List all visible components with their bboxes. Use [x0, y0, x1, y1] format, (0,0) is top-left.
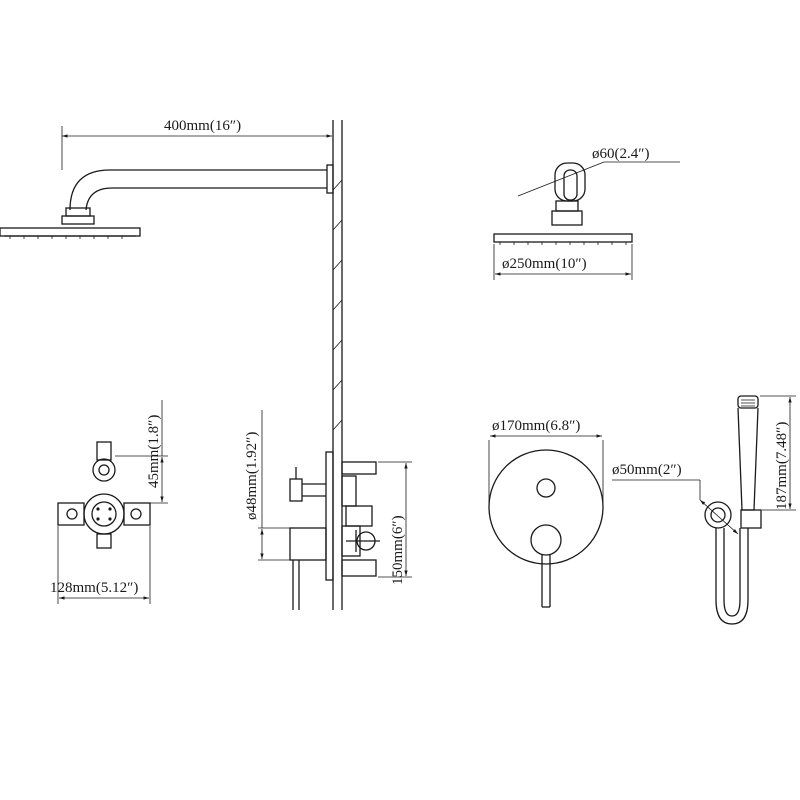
valve-right-screw: [130, 508, 142, 520]
valve-top-outlet-outer: [92, 458, 116, 482]
hose-inner: [723, 528, 741, 617]
rough-in-valve-view: 45mm(1.8″) 128mm(5.12″): [50, 400, 168, 604]
dim-outlet-dia: [699, 499, 739, 535]
valve-left-port: [57, 502, 85, 526]
label-handle-spacing: 150mm(6″): [390, 515, 406, 585]
head-nozzles: [499, 242, 627, 245]
label-valve-height: 45mm(1.8″): [146, 415, 162, 488]
label-outlet-dia: ø50mm(2″): [612, 462, 682, 478]
top-view-shower-head: ø60(2.4″) ø250mm(10″): [493, 146, 680, 280]
valve-dot: [108, 507, 112, 511]
head-ball-joint: [551, 210, 583, 226]
wall-hatch: [332, 179, 343, 431]
wall-outlet-inner: [710, 507, 726, 523]
valve-bottom-port: [96, 533, 112, 549]
label-valve-width: 128mm(5.12″): [50, 580, 138, 596]
valve-top-port: [96, 441, 112, 461]
arm-wall-flange: [326, 164, 334, 194]
upper-knob: [536, 478, 556, 498]
shower-head-side: [0, 227, 141, 237]
label-flange-dia: ø60(2.4″): [592, 146, 650, 162]
lower-handle-body: [289, 527, 327, 561]
valve-dot: [96, 507, 100, 511]
valve-cover-plate-side: [325, 451, 334, 581]
label-plate-dia: ø170mm(6.8″): [492, 418, 580, 434]
shower-head-nozzles: [9, 236, 123, 239]
valve-top-outlet-inner: [98, 464, 110, 476]
valve-body-upper: [341, 475, 357, 507]
valve-body-bottom: [341, 559, 377, 577]
flange-outer: [554, 162, 586, 202]
cover-plate: [488, 449, 604, 565]
hand-shower-spray-face: [741, 399, 755, 407]
ball-joint: [61, 215, 95, 225]
hand-shower-handle: [737, 407, 759, 511]
valve-dot: [108, 517, 112, 521]
hand-shower-holder: [740, 509, 762, 529]
front-view-cover-plate: ø170mm(6.8″): [488, 418, 604, 608]
hand-shower-head-top: [737, 395, 759, 409]
flange-inner: [563, 169, 578, 201]
valve-body-inner: [91, 501, 117, 527]
side-view-valve: 150mm(6″) ø48mm(1.92″): [244, 410, 412, 610]
shower-arm-top: [69, 169, 327, 211]
label-handle-dia: ø48mm(1.92″): [244, 432, 260, 520]
head-plate: [493, 233, 633, 243]
valve-body-top: [341, 461, 377, 475]
valve-dot: [96, 517, 100, 521]
lower-handle-base: [530, 524, 562, 556]
label-head-dia: ø250mm(10″): [502, 256, 587, 272]
label-handshower-length: 187mm(7.48″): [774, 422, 790, 510]
shower-arm-bottom: [85, 187, 327, 211]
head-connector: [555, 200, 579, 212]
valve-body-outer: [83, 493, 125, 535]
side-view-shower: 400mm(16″): [0, 118, 343, 610]
dim-flange-leader: [517, 161, 605, 197]
hand-shower-view: ø50mm(2″) 187mm(7.48″): [612, 395, 796, 625]
valve-left-screw: [66, 508, 78, 520]
upper-handle-body: [289, 478, 303, 502]
label-arm-length: 400mm(16″): [164, 118, 241, 134]
hose-outer: [715, 528, 749, 625]
valve-body-mid: [345, 505, 373, 527]
valve-right-port: [123, 502, 151, 526]
